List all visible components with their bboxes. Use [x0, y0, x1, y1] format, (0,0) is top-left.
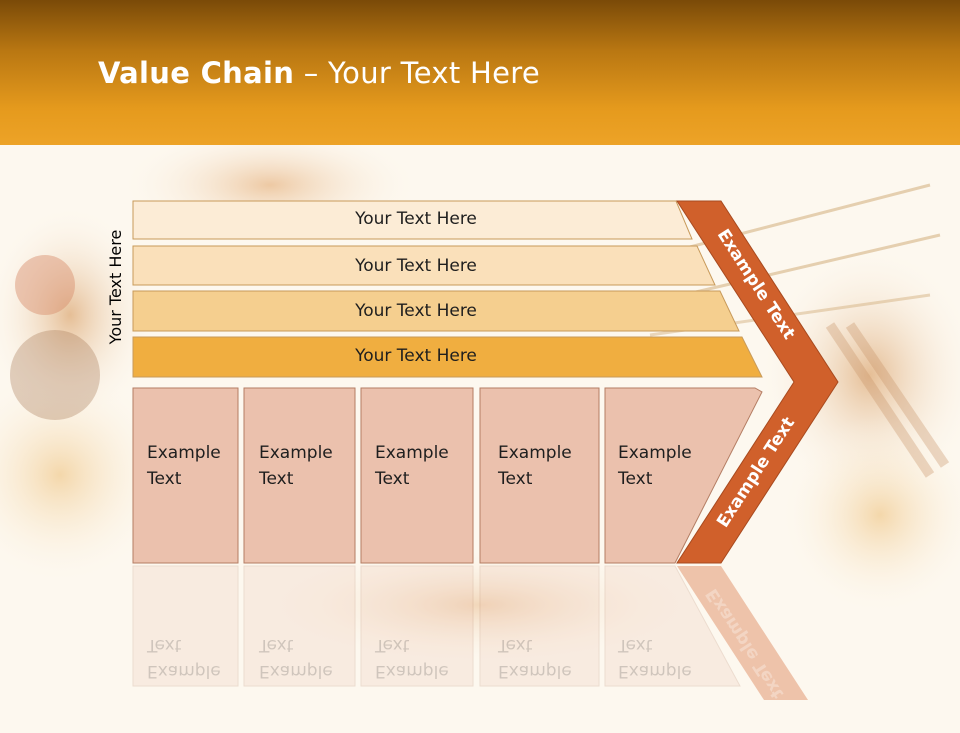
box-5-line1: Example — [618, 443, 692, 463]
box-4-reflection-line2: Text — [498, 635, 533, 655]
box-1 — [132, 387, 239, 564]
box-1-reflection-line2: Text — [147, 635, 182, 655]
box-4-reflection-line1: Example — [498, 661, 572, 681]
box-2-text-reflection: Example Text — [259, 632, 333, 684]
box-1-text-reflection: Example Text — [147, 632, 221, 684]
box-3-line1: Example — [375, 443, 449, 463]
box-2-line2: Text — [259, 469, 294, 489]
box-5 — [604, 387, 763, 564]
box-3-text-reflection: Example Text — [375, 632, 449, 684]
box-2-line1: Example — [259, 443, 333, 463]
box-4-line1: Example — [498, 443, 572, 463]
box-5-reflection-line2: Text — [618, 635, 653, 655]
box-1-reflection-line1: Example — [147, 661, 221, 681]
box-3-reflection-line2: Text — [375, 635, 410, 655]
box-3-reflection-line1: Example — [375, 661, 449, 681]
bar-3 — [132, 290, 740, 332]
chevron-arrow — [676, 200, 839, 564]
title-bold: Value Chain — [98, 56, 295, 90]
slide-header — [0, 0, 960, 145]
chevron-arrow-reflection — [677, 566, 808, 700]
bar-1 — [132, 200, 693, 240]
box-2-reflection-line1: Example — [259, 661, 333, 681]
box-4-line2: Text — [498, 469, 533, 489]
box-2 — [243, 387, 356, 564]
title-rest: – Your Text Here — [294, 56, 540, 90]
slide-title: Value Chain – Your Text Here — [98, 56, 540, 90]
box-4-text-reflection: Example Text — [498, 632, 572, 684]
box-5-text-reflection: Example Text — [618, 632, 692, 684]
box-3-line2: Text — [375, 469, 410, 489]
bar-2-label: Your Text Here — [355, 256, 477, 276]
bar-1-label: Your Text Here — [355, 209, 477, 229]
box-5-reflection-line1: Example — [618, 661, 692, 681]
box-3 — [360, 387, 474, 564]
box-4 — [479, 387, 600, 564]
box-1-line2: Text — [147, 469, 182, 489]
bar-2 — [132, 245, 716, 286]
box-1-line1: Example — [147, 443, 221, 463]
box-2-reflection-line2: Text — [259, 635, 294, 655]
boxes-reflection — [132, 565, 741, 687]
bar-4-label: Your Text Here — [355, 346, 477, 366]
box-5-line2: Text — [618, 469, 653, 489]
bar-4 — [132, 336, 763, 378]
bar-3-label: Your Text Here — [355, 301, 477, 321]
